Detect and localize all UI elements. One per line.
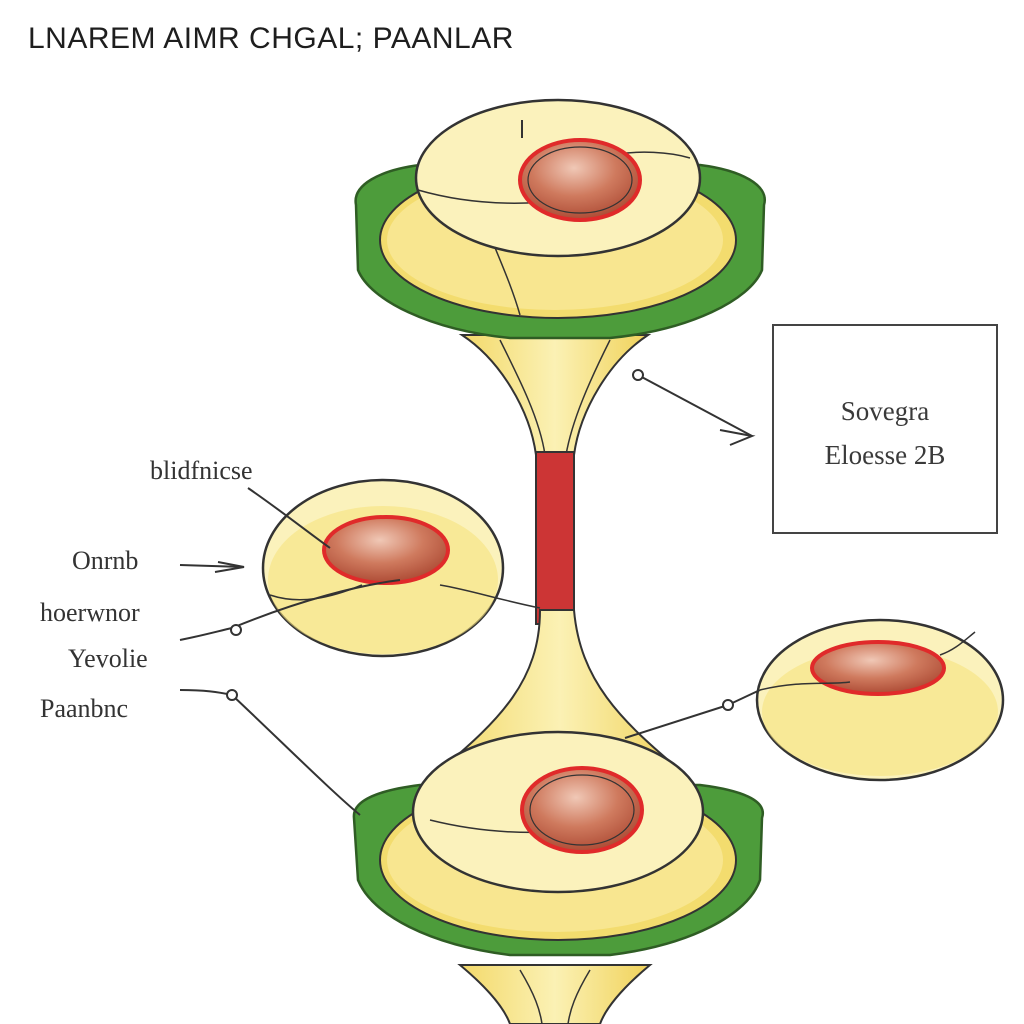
bottom-nucleus — [520, 766, 644, 854]
label-left-4: Paanbnc — [40, 694, 129, 723]
left-nucleus — [322, 515, 450, 585]
label-left-2: hoerwnor — [40, 598, 140, 627]
info-box-line1: Sovegra — [840, 396, 930, 426]
top-nucleus — [518, 138, 642, 222]
right-cell — [755, 618, 1005, 782]
red-stalk — [535, 451, 575, 625]
label-left-1: Onrnb — [72, 546, 139, 575]
label-upper-left: blidfnicse — [150, 456, 253, 485]
info-box: Sovegra Eloesse 2B — [772, 324, 998, 534]
left-cell — [261, 478, 541, 658]
info-box-line2: Eloesse 2B — [824, 440, 946, 470]
bottom-cell — [411, 730, 705, 894]
right-nucleus — [810, 640, 946, 696]
bottom-tail — [457, 964, 653, 1024]
leader-lines — [179, 374, 761, 816]
upper-stalk — [458, 334, 652, 456]
top-cell — [414, 98, 702, 258]
page-title: LNAREM AIMR CHGAL; PAANLAR — [28, 22, 514, 55]
label-left-3: Yevolie — [68, 644, 148, 673]
